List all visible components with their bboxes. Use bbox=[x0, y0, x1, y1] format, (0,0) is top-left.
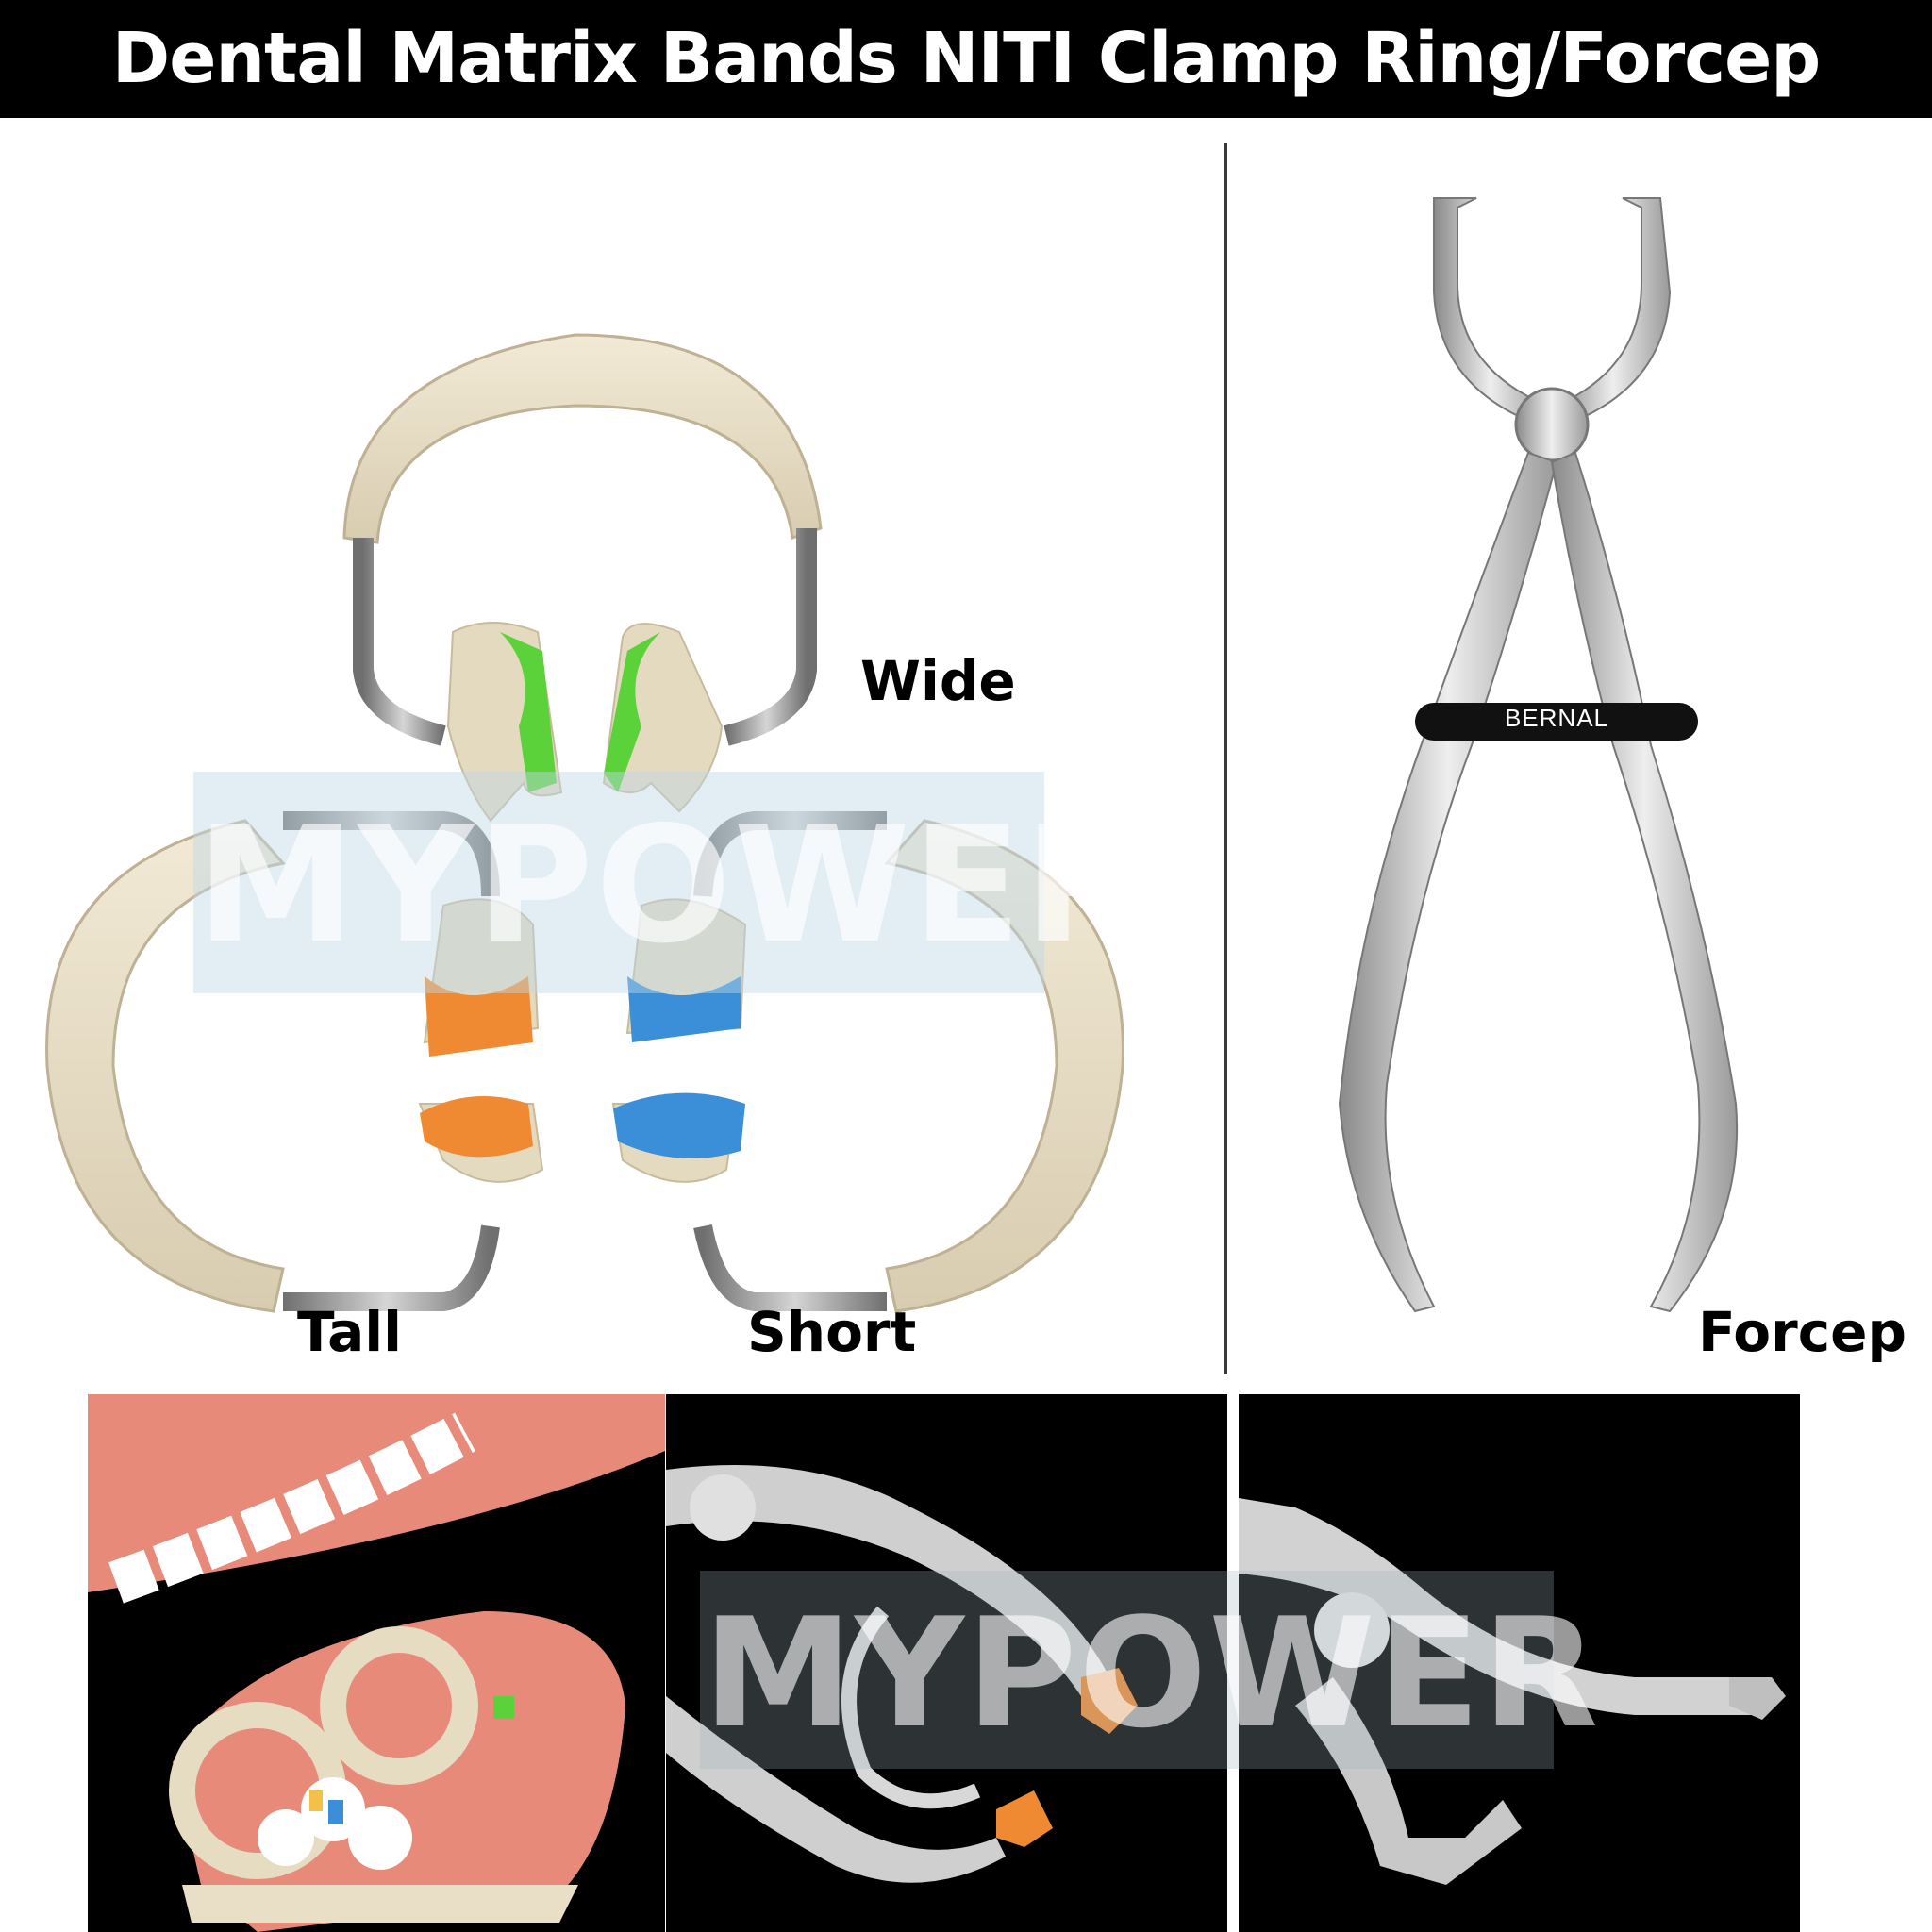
page-title: Dental Matrix Bands NITI Clamp Ring/Forc… bbox=[111, 18, 1821, 99]
label-wide: Wide bbox=[860, 649, 1016, 713]
forcep-closeup-drawing bbox=[1239, 1498, 1786, 1885]
watermark-band bbox=[193, 772, 1044, 993]
tall-ring bbox=[45, 811, 544, 1313]
clamp-rings-illustration bbox=[45, 333, 1124, 1313]
forcep-ring-drawing bbox=[666, 1465, 1138, 1883]
wide-ring bbox=[342, 333, 823, 823]
label-forcep: Forcep bbox=[1698, 1300, 1907, 1364]
forcep-illustration bbox=[1338, 197, 1739, 1313]
photo-typodont-demo bbox=[88, 1394, 665, 1932]
typodont-drawing bbox=[88, 1394, 665, 1932]
forcep-band bbox=[1415, 703, 1698, 741]
photo-forcep-closeup bbox=[1239, 1394, 1800, 1932]
label-short: Short bbox=[747, 1300, 917, 1364]
vertical-divider bbox=[1224, 143, 1227, 1374]
watermark-text-bottom: MYPOWER bbox=[703, 1585, 1601, 1761]
label-tall: Tall bbox=[297, 1300, 402, 1364]
watermark-text: MYPOWER bbox=[196, 792, 1149, 979]
forcep-brand: BERNAL bbox=[1504, 704, 1609, 732]
title-banner: Dental Matrix Bands NITI Clamp Ring/Forc… bbox=[0, 0, 1932, 118]
photo-forcep-with-ring bbox=[666, 1394, 1227, 1932]
short-ring bbox=[611, 811, 1124, 1313]
watermark-band-bottom bbox=[700, 1571, 1554, 1769]
